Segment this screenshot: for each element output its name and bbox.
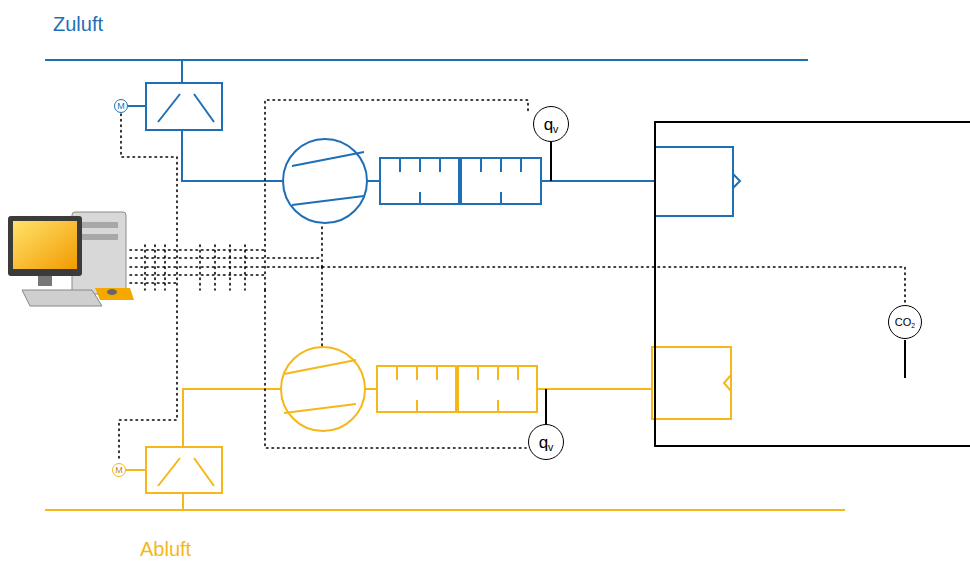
symbol-text: q	[544, 116, 553, 133]
co2-sensor: CO2	[888, 305, 922, 339]
subscript: v	[553, 124, 558, 135]
motor-symbol: M	[114, 99, 128, 113]
symbol-text: M	[117, 102, 125, 111]
node-text: qv	[544, 116, 559, 133]
node-text: M	[115, 466, 123, 475]
flow-sensor: qv	[533, 106, 569, 142]
duct-label: Abluft	[140, 538, 191, 561]
symbol-text: M	[115, 466, 123, 475]
subscript: v	[548, 442, 553, 453]
subscript: 2	[911, 323, 915, 330]
flow-sensor: qv	[528, 424, 564, 460]
motor-symbol: M	[112, 463, 126, 477]
node-text: M	[117, 102, 125, 111]
duct-label: Zuluft	[53, 13, 103, 36]
symbol-text: CO	[895, 317, 912, 328]
node-text: CO2	[895, 317, 915, 328]
node-text: qv	[539, 434, 554, 451]
symbol-text: q	[539, 434, 548, 451]
